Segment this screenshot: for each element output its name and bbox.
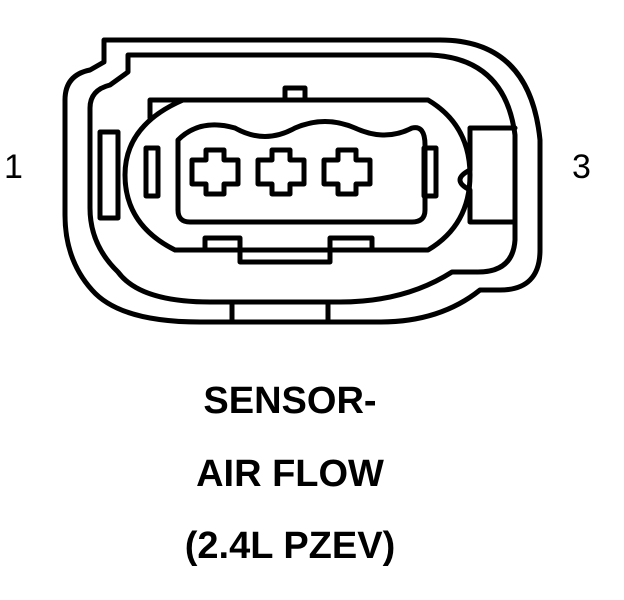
left-cavity-rib [143,145,161,199]
terminal-2-icon [255,147,307,197]
connector-inner-housing [87,52,518,305]
bottom-key-slot [229,299,331,325]
cavity-bottom-steps [202,235,375,265]
pin-3-label: 3 [572,148,591,186]
left-latch-window [97,129,121,221]
terminal-1-icon [189,147,241,197]
terminal-cavity-frame [122,97,473,253]
top-key-tabs [147,85,423,121]
caption-line-2: AIR FLOW [196,453,384,495]
terminal-3-icon [321,147,373,197]
caption-line-1: SENSOR- [203,380,377,422]
pin-1-label: 1 [4,148,23,186]
caption-line-3: (2.4L PZEV) [184,525,396,567]
terminal-block [175,119,428,225]
connector-outer-housing [62,37,543,325]
